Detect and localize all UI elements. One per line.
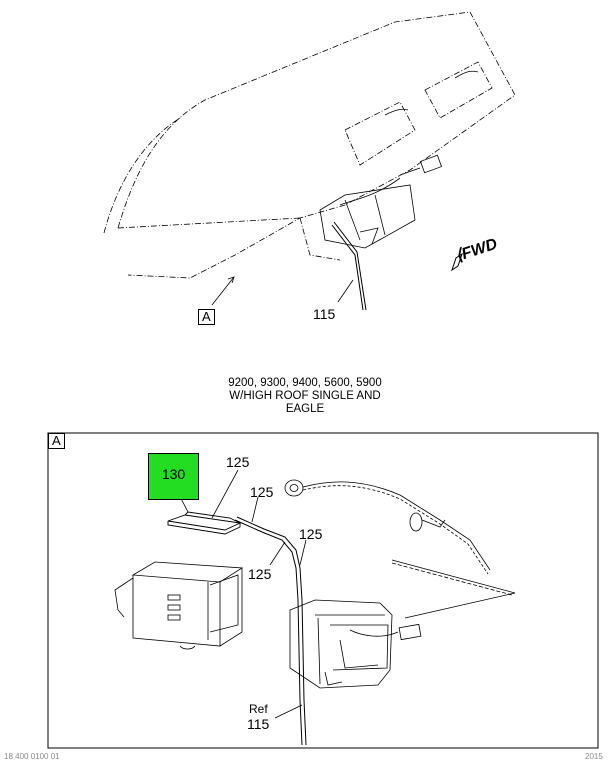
callout-130-highlight[interactable]: 130 [148,453,199,500]
caption-line-3: EAGLE [285,403,325,415]
overhead-console-top [319,154,443,249]
antenna-cable-top [331,221,367,311]
callout-leaders [173,469,307,719]
overhead-console-detail [289,599,422,689]
footer-left: 18 400 0100 01 [4,752,60,761]
detail-frame [47,432,599,749]
callout-130: 130 [161,466,186,482]
radio-unit-left [114,561,244,650]
roof-panel-edge [391,559,516,619]
callout-125-c: 125 [299,526,323,542]
view-marker-detail: A [48,433,65,449]
leader-lines-top [211,276,354,306]
ref-label: Ref [249,702,268,716]
footer-right: 2015 [585,752,603,761]
speaker-wire [284,479,491,575]
callout-125-b: 125 [250,484,274,500]
roof-windows [344,61,493,166]
callout-125-a: 125 [226,454,250,470]
callout-115-bottom: 115 [247,716,270,732]
caption-line-1: 9200, 9300, 9400, 5600, 5900 [228,377,382,389]
antenna-strip [167,511,242,535]
cab-roof-outline [103,11,516,279]
caption-line-2: W/HIGH ROOF SINGLE AND [229,390,381,402]
callout-115-top: 115 [313,306,336,322]
fwd-arrow-shape [451,252,463,272]
view-marker-top: A [198,309,215,325]
callout-125-d: 125 [248,566,272,582]
antenna-cable [234,516,307,746]
